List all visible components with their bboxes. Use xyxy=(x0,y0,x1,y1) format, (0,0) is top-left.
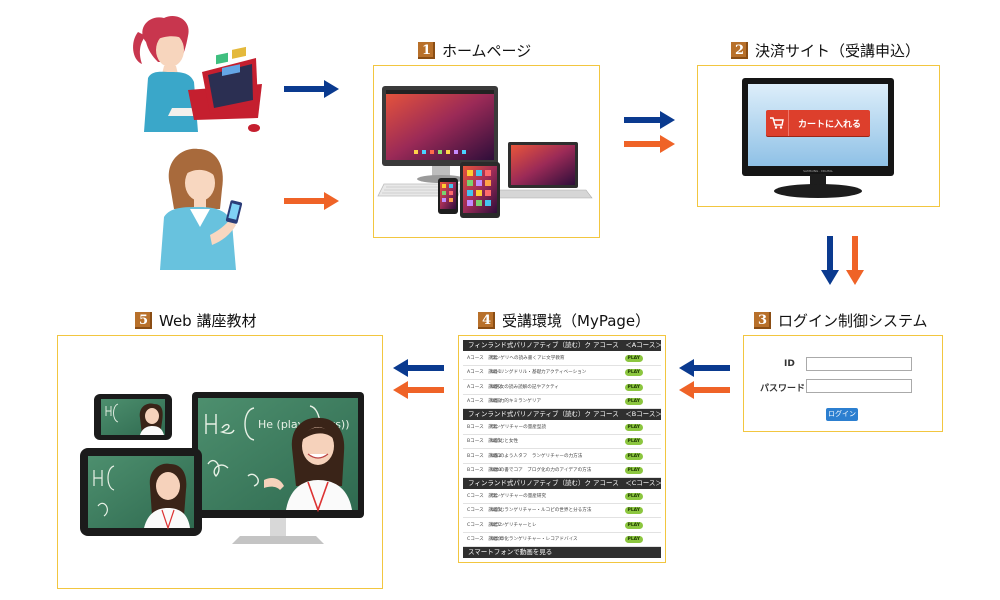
play-button[interactable]: PLAY xyxy=(624,398,643,405)
list-item-title: ①読むランゲリチャー・ルコピの世界と分る方法 xyxy=(491,508,592,514)
step-2-label: 決済サイト（受講申込） xyxy=(755,42,921,60)
step-number-3: 3 xyxy=(754,312,771,329)
course-c-header: フィンランド式パリノアティブ（読む）ク アコース ＜Cコース＞ xyxy=(463,478,661,489)
list-item-title: ③協力的キミランゲリア xyxy=(491,399,542,405)
play-button[interactable]: PLAY xyxy=(624,536,643,543)
list-item-title: ②知のよう人タフ ランゲリチャーの力方法 xyxy=(491,453,583,459)
add-to-cart-label: カートに入れる xyxy=(797,119,861,130)
web-course-panel: He (play (plays)) xyxy=(57,335,383,589)
list-item-title: ランゲリヘの読み書くアに文学教育 xyxy=(491,355,565,361)
list-item-title: ランゲリチャーの量産研究 xyxy=(491,493,547,499)
list-item: Cコース 講義ランゲリチャーの量産研究 PLAY xyxy=(463,489,661,504)
step-5-heading: 5 Web 講座教材 xyxy=(135,310,256,331)
multi-device-illustration xyxy=(377,86,593,218)
step-number-4: 4 xyxy=(478,312,495,329)
step-2-heading: 2 決済サイト（受講申込） xyxy=(731,40,920,61)
step-3-label: ログイン制御システム xyxy=(778,312,928,330)
course-video-devices: He (play (plays)) xyxy=(80,392,364,544)
list-item-course: Aコース 講義 xyxy=(467,355,498,361)
play-button[interactable]: PLAY xyxy=(624,383,643,391)
mypage-panel: フィンランド式パリノアティブ（読む）ク アコース ＜Aコース＞ Aコース 講義ラ… xyxy=(458,335,666,563)
list-item-title: ②男女の読み読解の記やアクティ xyxy=(491,384,559,390)
list-item-course: Bコース 講義 xyxy=(467,424,498,430)
list-item-title: ②ランゲリチャーとレ xyxy=(491,522,537,528)
step-number-2: 2 xyxy=(731,42,748,59)
step-4-label: 受講環境（MyPage） xyxy=(502,312,651,330)
play-button[interactable]: PLAY xyxy=(624,423,643,431)
smartphone-video-link[interactable]: スマートフォンで動画を見る xyxy=(463,547,661,558)
step-1-heading: 1 ホームページ xyxy=(418,40,531,61)
arrow-orange-mypage-to-course xyxy=(393,381,444,399)
arrow-orange-user-to-homepage xyxy=(284,192,339,210)
step-number-1: 1 xyxy=(418,42,435,59)
step-5-label: Web 講座教材 xyxy=(159,312,257,330)
cart-icon xyxy=(766,110,789,136)
step-3-heading: 3 ログイン制御システム xyxy=(754,310,928,331)
arrow-orange-payment-to-login xyxy=(846,236,864,285)
play-button[interactable]: PLAY xyxy=(624,467,643,474)
play-button[interactable]: PLAY xyxy=(624,354,643,362)
password-label: パスワード xyxy=(760,384,806,394)
laptop-user-illustration xyxy=(133,16,262,132)
arrow-blue-mypage-to-course xyxy=(393,359,444,377)
list-item-title: ①読むと女性 xyxy=(491,439,519,445)
play-button[interactable]: PLAY xyxy=(624,369,643,376)
play-button[interactable]: PLAY xyxy=(624,507,643,514)
course-b-header: フィンランド式パリノアティブ（読む）ク アコース ＜Bコース＞ xyxy=(463,409,661,420)
step-1-label: ホームページ xyxy=(442,42,532,60)
smartphone-user-illustration xyxy=(160,148,243,270)
play-button[interactable]: PLAY xyxy=(624,452,643,460)
list-item-course: Bコース 講義１ xyxy=(467,439,503,445)
payment-monitor: SAMSUNG · DIGITAL xyxy=(742,78,894,198)
list-item-title: ③文章化ランゲリチャー・レコアドバイス xyxy=(491,537,578,543)
homepage-panel xyxy=(373,65,600,238)
list-item-title: ①ドリングドリル・基礎力アクティベーション xyxy=(491,370,587,376)
list-item-course: Bコース 講義３ xyxy=(467,468,503,474)
id-label: ID xyxy=(784,359,795,369)
list-item-course: Cコース 講義 xyxy=(467,493,498,499)
arrow-blue-login-to-mypage xyxy=(679,359,730,377)
list-item-course: Cコース 講義１ xyxy=(467,508,503,514)
add-to-cart-button[interactable]: カートに入れる xyxy=(766,110,870,136)
course-a-header: フィンランド式パリノアティブ（読む）ク アコース ＜Aコース＞ xyxy=(463,340,661,351)
login-button[interactable]: ログイン xyxy=(826,408,858,421)
list-item-course: Aコース 講義１ xyxy=(467,370,503,376)
arrow-blue-homepage-to-payment xyxy=(624,111,675,129)
step-number-5: 5 xyxy=(135,312,152,329)
list-item: Bコース 講義ランゲリチャーの量産型読 PLAY xyxy=(463,420,661,435)
list-item-course: Cコース 講義２ xyxy=(467,522,503,528)
monitor-brand-label: SAMSUNG · DIGITAL xyxy=(803,169,833,173)
step-4-heading: 4 受講環境（MyPage） xyxy=(478,310,650,331)
list-item-course: Bコース 講義２ xyxy=(467,453,503,459)
list-item-title: ③本の書でコア ブログ化の力のアイデアの方法 xyxy=(491,468,592,474)
arrow-blue-user-to-homepage xyxy=(284,80,339,98)
payment-site-panel: SAMSUNG · DIGITAL カートに入れる xyxy=(697,65,940,207)
play-button[interactable]: PLAY xyxy=(624,521,643,529)
list-item-course: Aコース 講義２ xyxy=(467,384,503,390)
id-field[interactable] xyxy=(806,357,912,371)
login-panel: ID パスワード ログイン xyxy=(743,335,943,432)
arrow-orange-homepage-to-payment xyxy=(624,135,675,153)
password-field[interactable] xyxy=(806,379,912,393)
list-item-course: Cコース 講義３ xyxy=(467,537,503,543)
arrow-orange-login-to-mypage xyxy=(679,381,730,399)
play-button[interactable]: PLAY xyxy=(624,492,643,500)
list-item-course: Aコース 講義３ xyxy=(467,399,503,405)
mypage-list: フィンランド式パリノアティブ（読む）ク アコース ＜Aコース＞ Aコース 講義ラ… xyxy=(463,340,661,558)
list-item-title: ランゲリチャーの量産型読 xyxy=(491,424,547,430)
list-item: Aコース 講義ランゲリヘの読み書くアに文学教育 PLAY xyxy=(463,351,661,366)
play-button[interactable]: PLAY xyxy=(624,438,643,445)
arrow-blue-payment-to-login xyxy=(821,236,839,285)
